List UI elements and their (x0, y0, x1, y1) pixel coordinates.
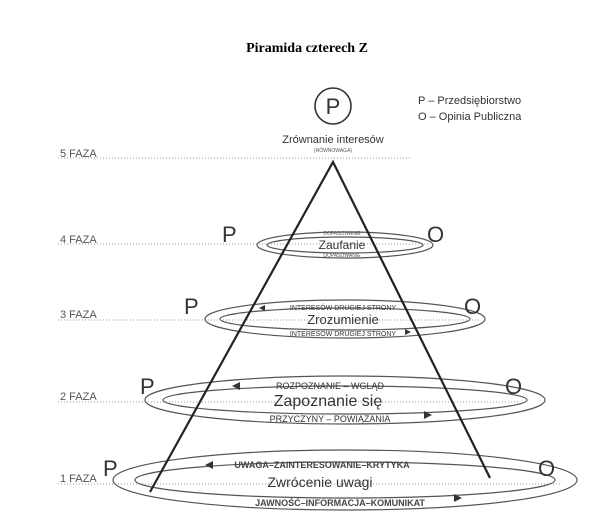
pyramid-outline (149, 159, 491, 493)
phase2-label: 2 FAZA (60, 391, 97, 403)
phase1-right: O (538, 456, 555, 481)
phase4-ring (256, 231, 434, 259)
arrow-right-icon (405, 329, 411, 335)
phase1-bottom: JAWNOŚĆ–INFORMACJA–KOMUNIKAT (255, 497, 425, 508)
phase2-ring (144, 375, 546, 425)
phase5-sub: (RÓWNOWAGA) (314, 147, 352, 154)
arrow-left-icon (259, 305, 265, 311)
phase1-label: 1 FAZA (60, 473, 97, 485)
phase2-left: P (140, 374, 155, 399)
phase1-top: UWAGA–ZAINTERESOWANIE–KRYTYKA (234, 460, 410, 470)
diagram-title: Piramida czterech Z (246, 41, 368, 56)
arrow-right-icon (454, 494, 462, 502)
arrow-left-icon (205, 461, 213, 469)
phase1-left: P (103, 456, 118, 481)
phase4-bottom: DOPASOWANIE (323, 253, 361, 259)
phase3-left: P (184, 294, 199, 319)
phase3-right: O (464, 294, 481, 319)
phase3-top: INTERESÓW DRUGIEJ STRONY (290, 303, 397, 312)
phase3-ring (204, 299, 486, 339)
apex-circle (314, 87, 352, 125)
phase5-label: 5 FAZA (60, 148, 97, 160)
legend-o: O – Opinia Publiczna (418, 111, 522, 123)
phase4-top: DOPASOWANIE (323, 231, 361, 237)
phase4-left: P (222, 222, 237, 247)
phase1-main: Zwrócenie uwagi (267, 474, 372, 490)
phase1-ring (112, 449, 578, 511)
phase2-bottom: PRZYCZYNY – POWIĄZANIA (270, 414, 391, 424)
apex-symbol: P (326, 94, 341, 119)
phase4-main: Zaufanie (319, 238, 366, 252)
phase4-right: O (427, 222, 444, 247)
phase5-main: Zrównanie interesów (282, 134, 384, 146)
legend-p: P – Przedsiębiorstwo (418, 95, 521, 107)
phase3-bottom: INTERESÓW DRUGIEJ STRONY (290, 329, 397, 338)
arrow-left-icon (232, 382, 240, 390)
phase3-main: Zrozumienie (307, 312, 379, 327)
arrow-right-icon (424, 411, 432, 419)
phase2-main: Zapoznanie się (274, 393, 383, 410)
phase2-top: ROZPOZNANIE – WGLĄD (276, 381, 385, 391)
phase4-label: 4 FAZA (60, 234, 97, 246)
arrow-icons (205, 305, 462, 502)
phase2-right: O (505, 374, 522, 399)
phase3-label: 3 FAZA (60, 309, 97, 321)
